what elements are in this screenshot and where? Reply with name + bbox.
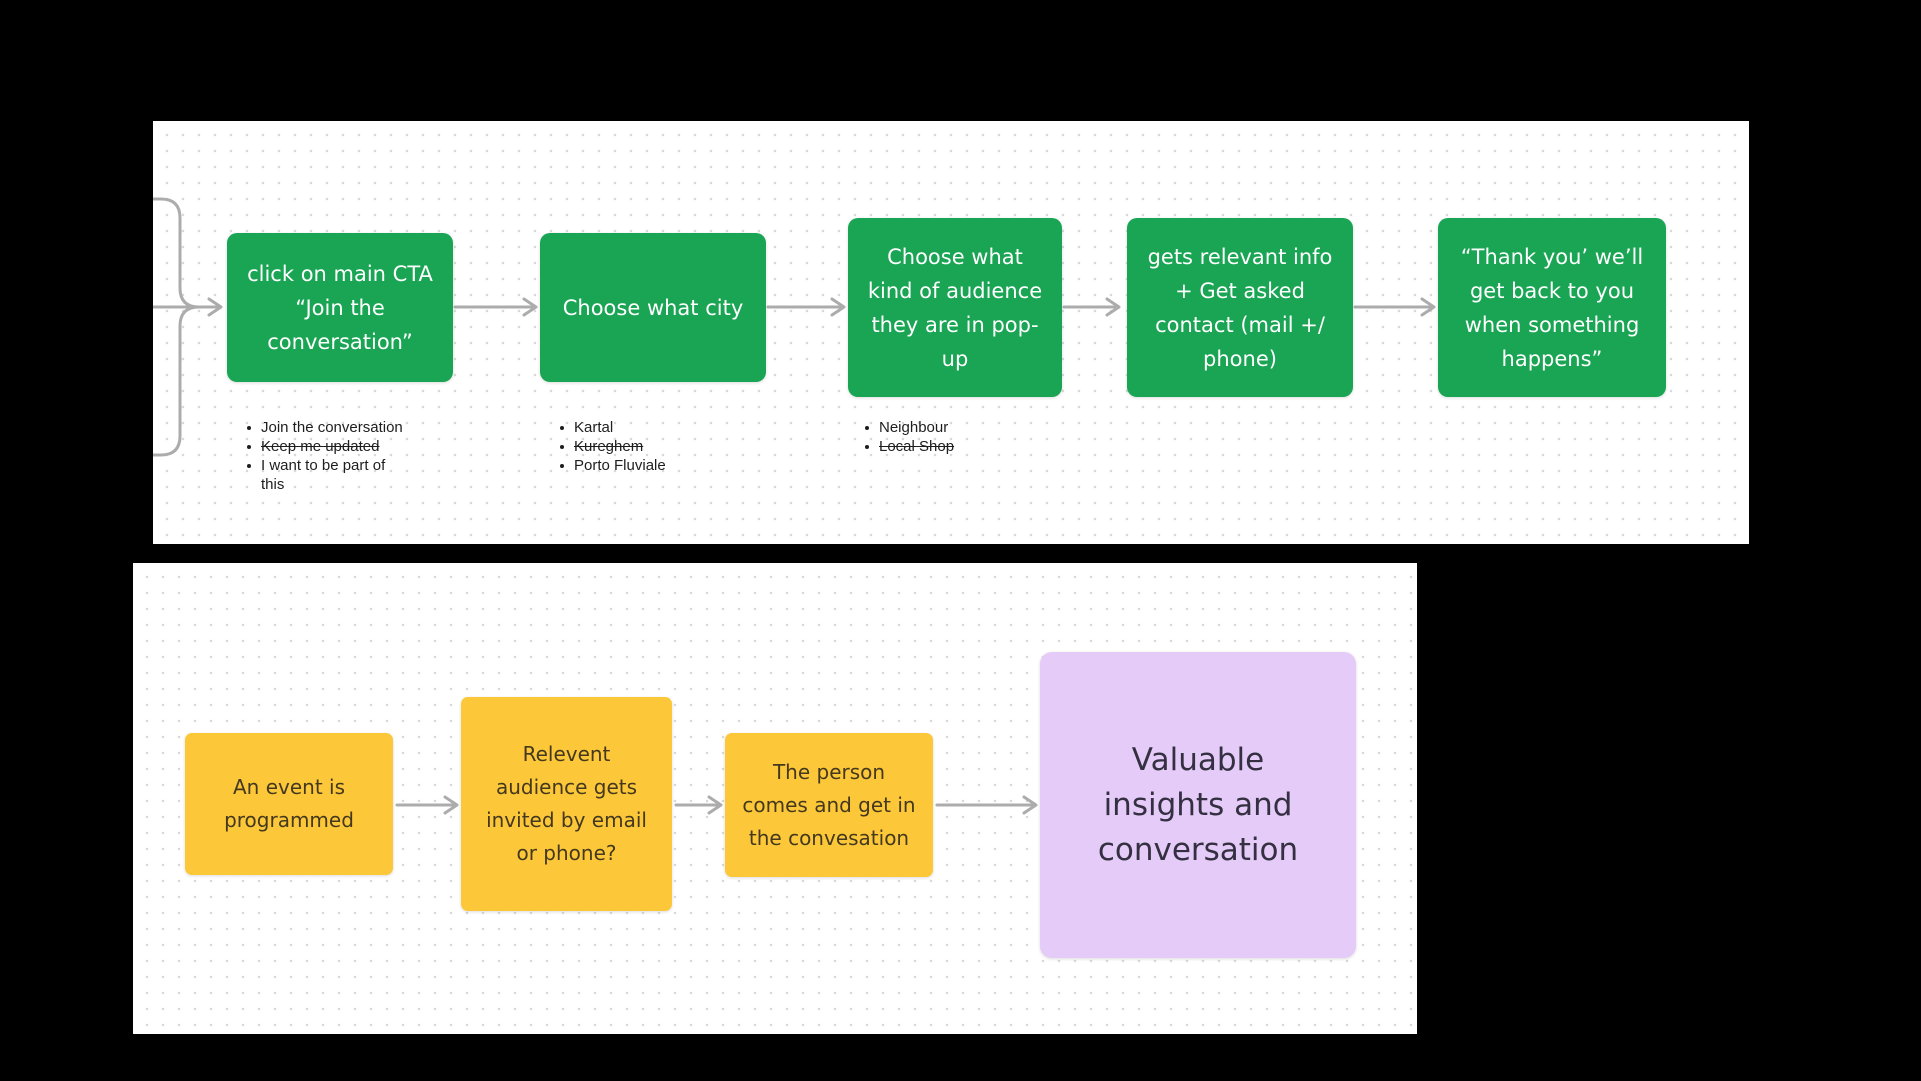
flow-node-valuable-insights[interactable]: Valuable insights and conversation: [1040, 652, 1356, 958]
list-item[interactable]: Local Shop: [865, 437, 954, 456]
flow-node-person-joins[interactable]: The person comes and get in the convesat…: [725, 733, 933, 877]
connector-merge-into-node-1[interactable]: [153, 197, 223, 457]
list-item[interactable]: Neighbour: [865, 418, 954, 437]
list-item[interactable]: Kureghem: [560, 437, 666, 456]
list-item-label: Kureghem: [574, 438, 644, 455]
list-item-label: Porto Fluviale: [574, 457, 666, 474]
bullet-icon: [247, 426, 251, 430]
bottom-connectors: [395, 795, 1038, 815]
top-connectors: [153, 197, 1436, 457]
connector-arrow-4-5[interactable]: [1353, 297, 1436, 317]
connector-arrow-3-4[interactable]: [1062, 297, 1121, 317]
flow-node-join-conversation-cta[interactable]: click on main CTA “Join the conversation…: [227, 233, 453, 382]
bullet-icon: [560, 445, 564, 449]
list-item-label: Keep me updated: [261, 438, 380, 455]
flow-node-audience-invited[interactable]: Relevent audience gets invited by email …: [461, 697, 672, 911]
flow-node-relevant-info-contact[interactable]: gets relevant info + Get asked contact (…: [1127, 218, 1353, 397]
bullet-icon: [560, 426, 564, 430]
connector-arrow-2-3[interactable]: [766, 297, 846, 317]
note-list-audiences: Neighbour Local Shop: [865, 418, 954, 456]
connector-arrow-person-insights[interactable]: [935, 795, 1038, 815]
list-item[interactable]: Kartal: [560, 418, 666, 437]
note-list-cities: Kartal Kureghem Porto Fluviale: [560, 418, 666, 475]
connector-arrow-audience-person[interactable]: [674, 795, 723, 815]
list-item-label: Join the conversation: [261, 419, 403, 436]
flow-node-thank-you[interactable]: “Thank you’ we’ll get back to you when s…: [1438, 218, 1666, 397]
list-item[interactable]: Join the conversation: [247, 418, 403, 437]
bullet-icon: [560, 464, 564, 468]
bullet-icon: [865, 445, 869, 449]
bottom-flow-canvas: An event is programmed Relevent audience…: [133, 563, 1417, 1034]
list-item[interactable]: Keep me updated: [247, 437, 403, 456]
connector-arrow-1-2[interactable]: [453, 297, 538, 317]
top-flow-canvas: click on main CTA “Join the conversation…: [153, 121, 1749, 544]
bullet-icon: [865, 426, 869, 430]
list-item-label: Kartal: [574, 419, 614, 436]
list-item-label: Neighbour: [879, 419, 949, 436]
flow-node-choose-audience[interactable]: Choose what kind of audience they are in…: [848, 218, 1062, 397]
flow-node-choose-city[interactable]: Choose what city: [540, 233, 766, 382]
flow-node-event-programmed[interactable]: An event is programmed: [185, 733, 393, 875]
list-item-label: I want to be part of this: [261, 457, 386, 493]
bullet-icon: [247, 445, 251, 449]
list-item-label: Local Shop: [879, 438, 955, 455]
connector-arrow-event-audience[interactable]: [395, 795, 459, 815]
bullet-icon: [247, 464, 251, 468]
list-item[interactable]: Porto Fluviale: [560, 456, 666, 475]
list-item[interactable]: I want to be part of this: [247, 456, 403, 494]
note-list-cta-options: Join the conversation Keep me updated I …: [247, 418, 403, 494]
